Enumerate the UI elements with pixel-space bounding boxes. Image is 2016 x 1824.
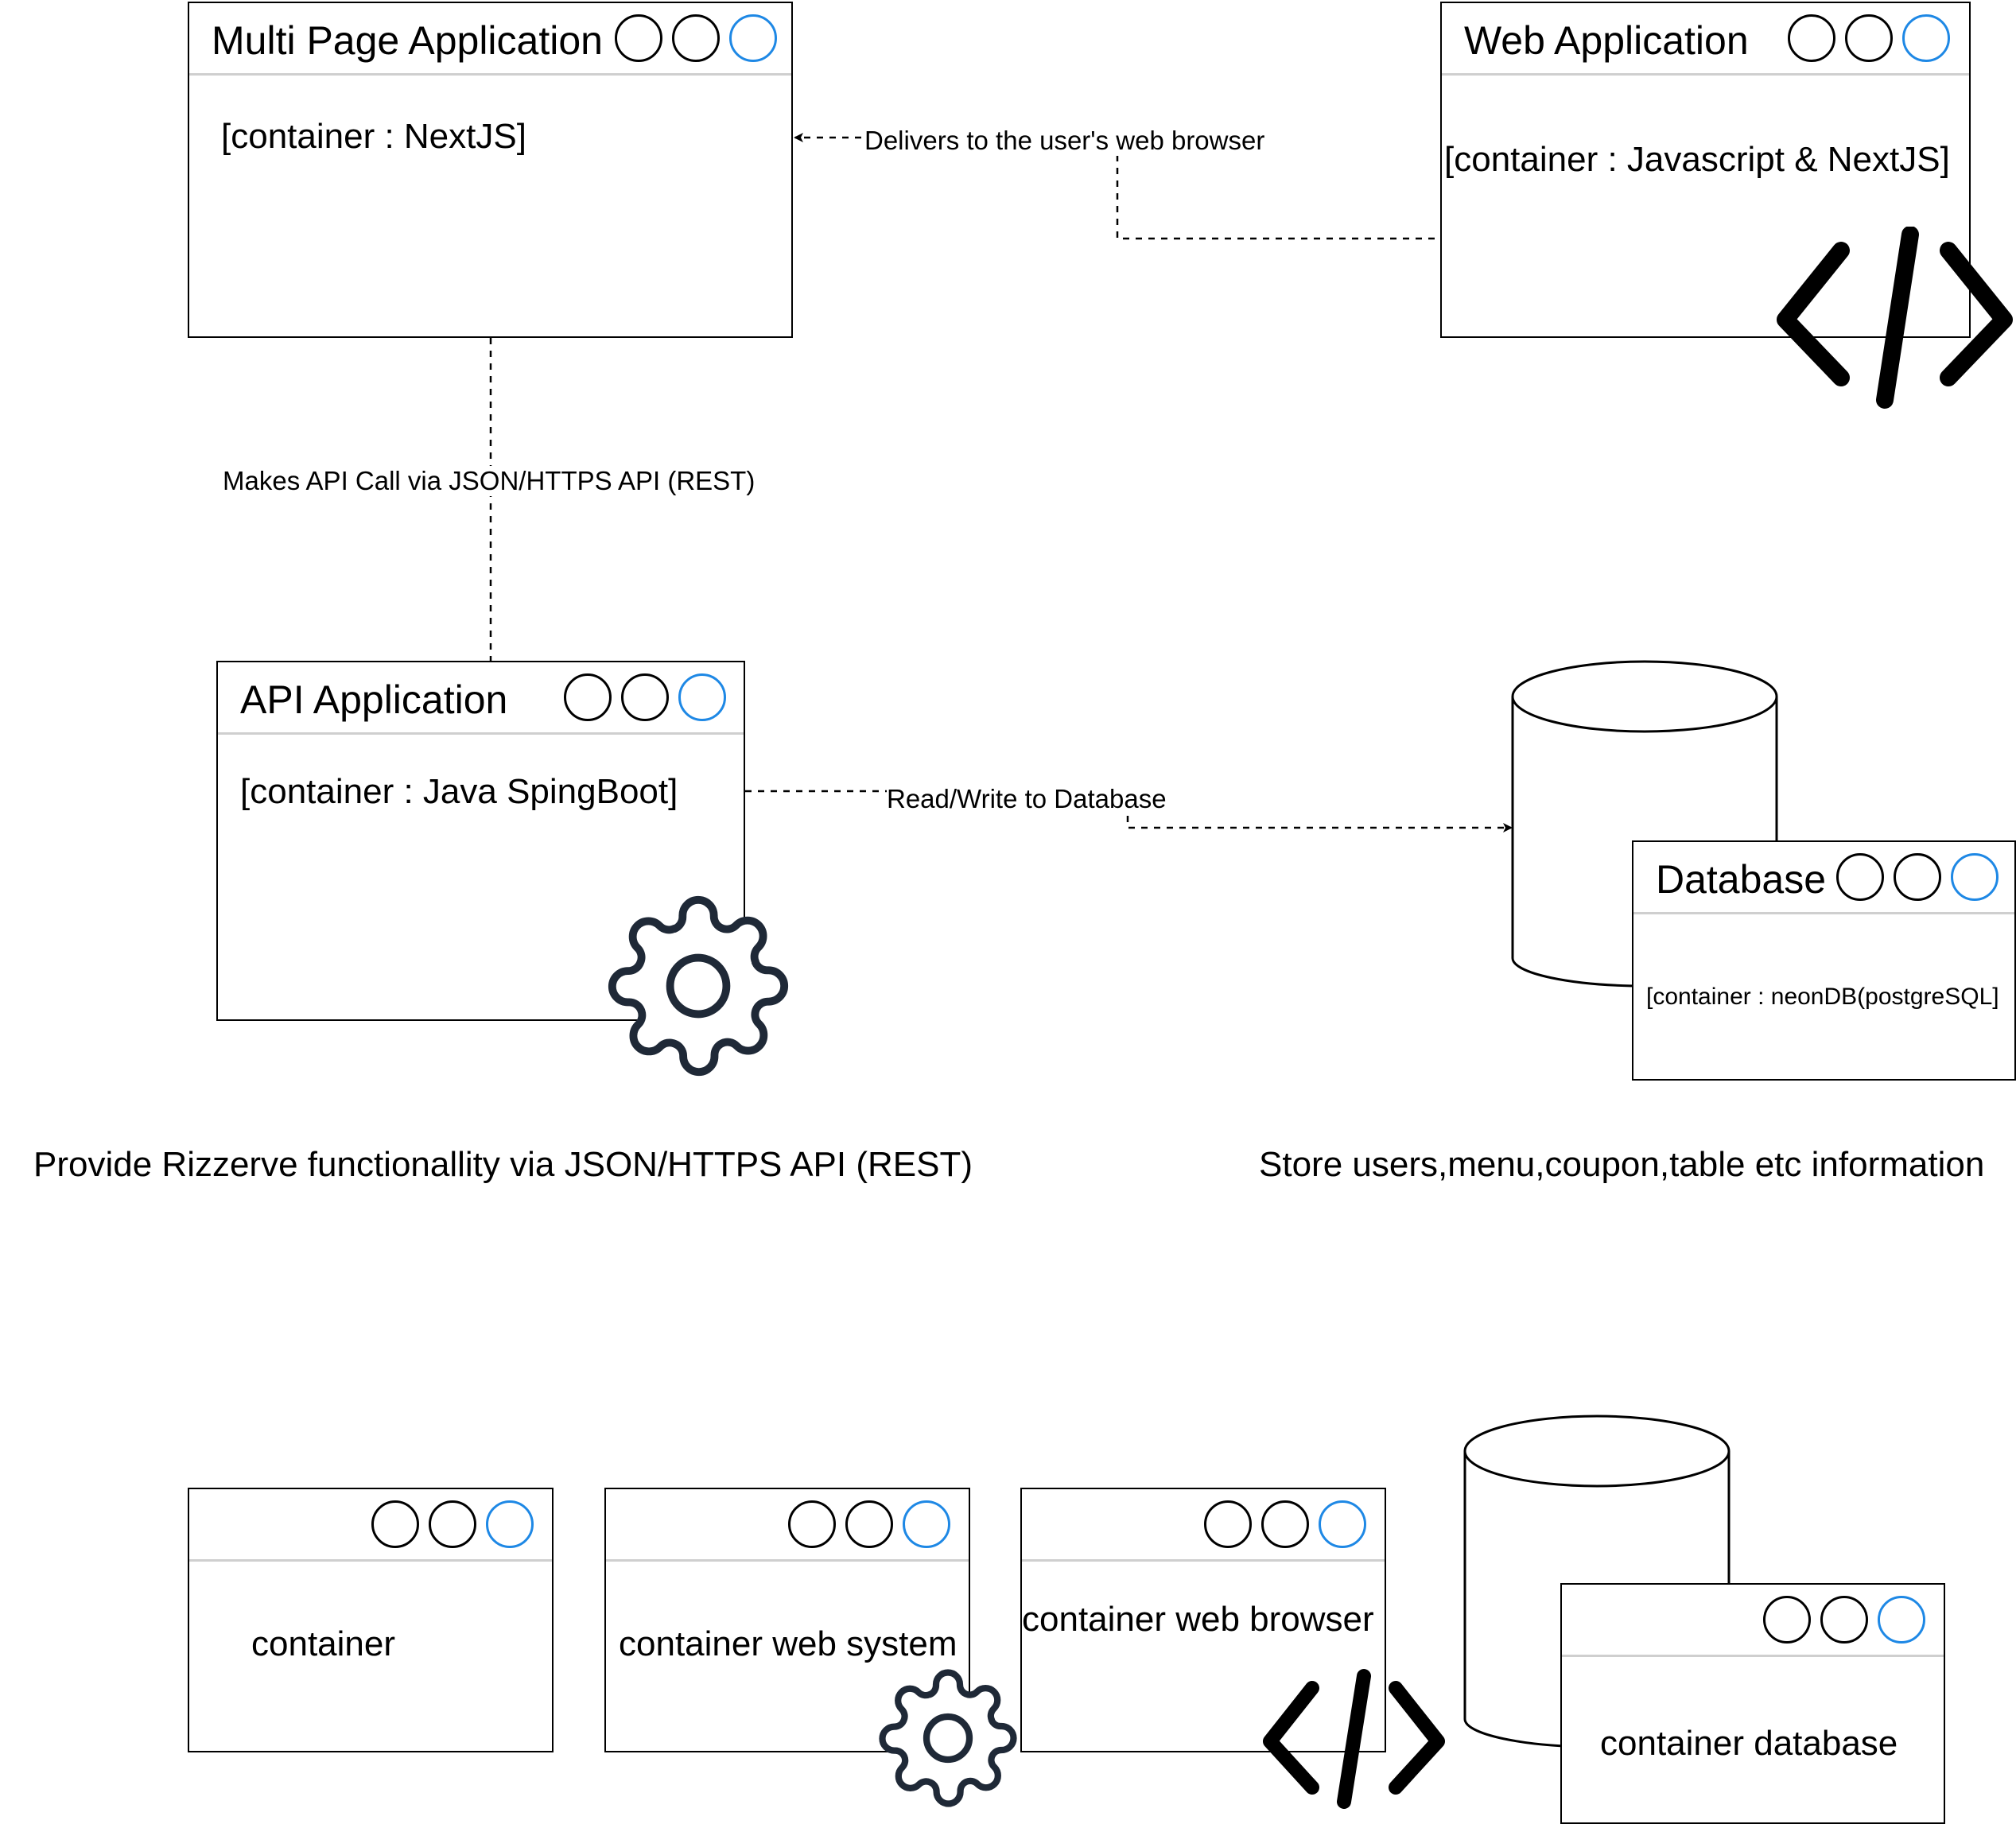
database-container[interactable]: Database [container : neonDB(postgreSQL]	[1632, 840, 2016, 1081]
window-circle-icon	[486, 1500, 534, 1548]
read-write-label: Read/Write to Database	[887, 784, 1167, 814]
web-application-tech: [container : Javascript & NextJS]	[1444, 140, 1950, 179]
window-circle-icon	[621, 673, 669, 721]
window-circle-icon	[1763, 1596, 1811, 1644]
code-icon	[1777, 227, 2013, 409]
window-circle-icon	[1878, 1596, 1925, 1644]
database-caption: Store users,menu,coupon,table etc inform…	[1259, 1145, 1985, 1184]
api-application-title: API Application	[240, 677, 508, 722]
header-divider	[1562, 1655, 1944, 1657]
header-divider	[218, 732, 744, 735]
window-circle-icon	[1261, 1500, 1309, 1548]
header-divider	[1022, 1559, 1385, 1562]
window-circle-icon	[564, 673, 612, 721]
code-icon	[1263, 1669, 1445, 1809]
window-circle-icon	[1951, 853, 1999, 901]
legend-web-browser-label: container web browser	[1022, 1600, 1374, 1639]
header-divider	[189, 73, 791, 76]
window-circle-icon	[1894, 853, 1941, 901]
api-application-tech: [container : Java SpingBoot]	[240, 772, 678, 811]
gear-icon	[879, 1669, 1017, 1807]
window-circle-icon	[1836, 853, 1884, 901]
window-circle-icon	[788, 1500, 836, 1548]
header-divider	[1633, 912, 2014, 914]
multi-page-application-tech: [container : NextJS]	[221, 117, 526, 156]
legend-container-label: container	[251, 1624, 396, 1663]
delivers-label: Delivers to the user's web browser	[864, 126, 1265, 156]
window-circle-icon	[429, 1500, 476, 1548]
window-circle-icon	[1902, 14, 1950, 62]
window-circle-icon	[1319, 1500, 1366, 1548]
legend-web-system-label: container web system	[619, 1624, 958, 1663]
window-circle-icon	[615, 14, 662, 62]
window-circle-icon	[1788, 14, 1835, 62]
header-divider	[189, 1559, 552, 1562]
window-circle-icon	[371, 1500, 419, 1548]
window-circle-icon	[729, 14, 777, 62]
window-circle-icon	[1845, 14, 1893, 62]
window-circle-icon	[845, 1500, 893, 1548]
legend-database[interactable]: container database	[1560, 1583, 1945, 1824]
multi-page-application-container[interactable]: Multi Page Application [container : Next…	[188, 2, 793, 338]
legend-container[interactable]: container	[188, 1488, 554, 1752]
window-circle-icon	[1204, 1500, 1252, 1548]
header-divider	[606, 1559, 969, 1562]
gear-icon	[608, 896, 788, 1076]
legend-web-browser[interactable]: container web browser	[1020, 1488, 1386, 1752]
api-call-label: Makes API Call via JSON/HTTPS API (REST)	[223, 466, 756, 496]
web-application-title: Web Application	[1464, 18, 1749, 63]
window-circle-icon	[678, 673, 726, 721]
window-circle-icon	[672, 14, 720, 62]
multi-page-application-title: Multi Page Application	[212, 18, 603, 63]
api-caption: Provide Rizzerve functionallity via JSON…	[33, 1145, 973, 1184]
header-divider	[1442, 73, 1969, 76]
window-circle-icon	[1820, 1596, 1868, 1644]
legend-database-label: container database	[1600, 1724, 1898, 1763]
web-application-container[interactable]: Web Application [container : Javascript …	[1440, 2, 1971, 338]
window-circle-icon	[903, 1500, 950, 1548]
database-tech: [container : neonDB(postgreSQL]	[1646, 984, 1999, 1010]
database-title: Database	[1656, 857, 1827, 902]
